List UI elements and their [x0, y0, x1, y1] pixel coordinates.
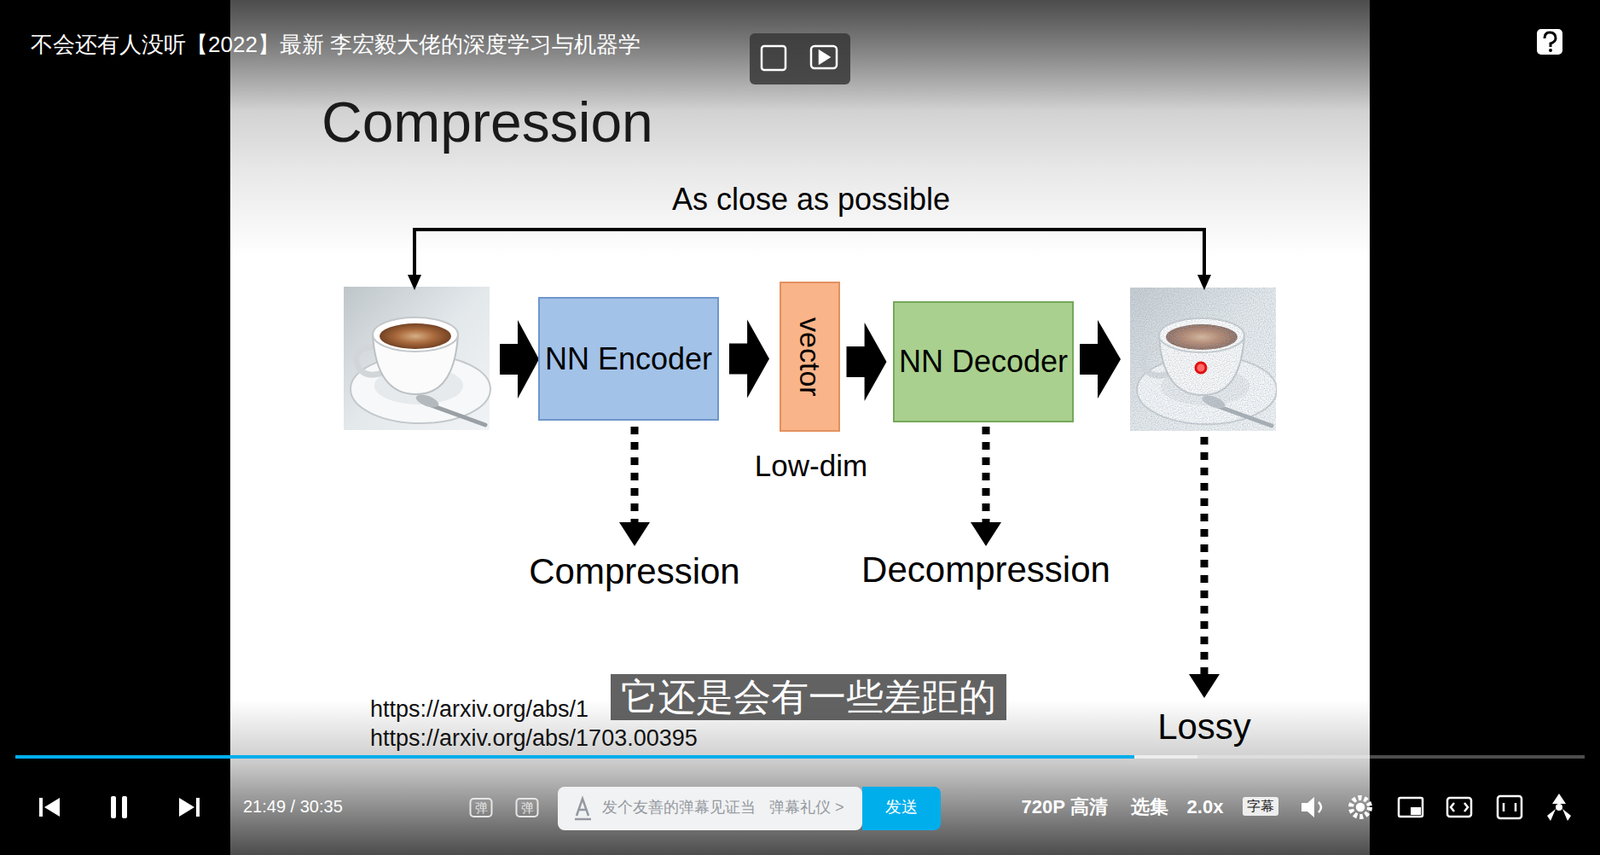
cursor-dot: [1195, 362, 1206, 373]
danmaku-input: [557, 786, 863, 830]
danmaku-icon: 弹: [515, 797, 540, 818]
font-icon: [574, 798, 592, 819]
input-placeholder: 发个友善的弹幕见证当: [602, 798, 756, 817]
send-text: 发送: [885, 797, 918, 817]
reference-link: https://arxiv.org/abs/1703.00395: [370, 724, 698, 752]
video-title: 不会还有人没听【2022】最新 李宏毅大佬的深度学习与机器学: [30, 32, 641, 58]
progress-track: [15, 754, 1585, 759]
episode-button: 选集: [1130, 795, 1169, 818]
quality-button: 720P 高清: [1020, 795, 1108, 818]
help-icon: [1536, 28, 1563, 55]
toolbar-panel: [749, 33, 851, 85]
subtitle-button: 字幕: [1242, 796, 1279, 816]
note-label: As close as possible: [672, 181, 951, 217]
encoder-box: NN Encoder: [538, 296, 719, 421]
right-icons: [1301, 793, 1572, 821]
step-label: Decompression: [861, 549, 1111, 591]
dimension-label: Low-dim: [754, 448, 868, 483]
send-button: [862, 786, 941, 830]
vector-box: vector: [779, 281, 841, 432]
dotted-arrow: [1188, 436, 1220, 698]
original-image: [343, 286, 491, 430]
send-button-edge: [862, 786, 873, 830]
slide-title: Compression: [321, 90, 654, 156]
danmaku-icon: 弹: [469, 797, 493, 818]
block-arrow: [1079, 319, 1121, 399]
progress-played: [15, 754, 1135, 759]
dotted-arrow: [970, 426, 1002, 546]
speed-button: 2.0x: [1187, 795, 1224, 818]
etiquette-link: 弹幕礼仪 >: [769, 798, 845, 817]
node-text: vector: [792, 317, 828, 397]
node-text: NN Encoder: [544, 340, 713, 377]
result-label: Lossy: [1157, 706, 1252, 748]
subtitle-text: 它还是会有一些差距的: [610, 673, 1007, 720]
playback-icons: [39, 795, 200, 818]
block-arrow: [846, 322, 887, 401]
node-text: NN Decoder: [898, 342, 1068, 380]
block-arrow: [499, 319, 540, 399]
reference-link: https://arxiv.org/abs/1: [370, 695, 589, 723]
time-display: 21:49 / 30:35: [243, 796, 343, 817]
progress-buffer: [15, 754, 1198, 759]
reconstructed-image: [1130, 287, 1277, 431]
block-arrow: [729, 319, 770, 399]
bottom-shade: [0, 699, 1600, 855]
step-label: Compression: [528, 550, 740, 592]
dotted-arrow: [619, 426, 650, 546]
decoder-box: NN Decoder: [892, 301, 1074, 423]
toolbar-icons: [761, 46, 837, 70]
